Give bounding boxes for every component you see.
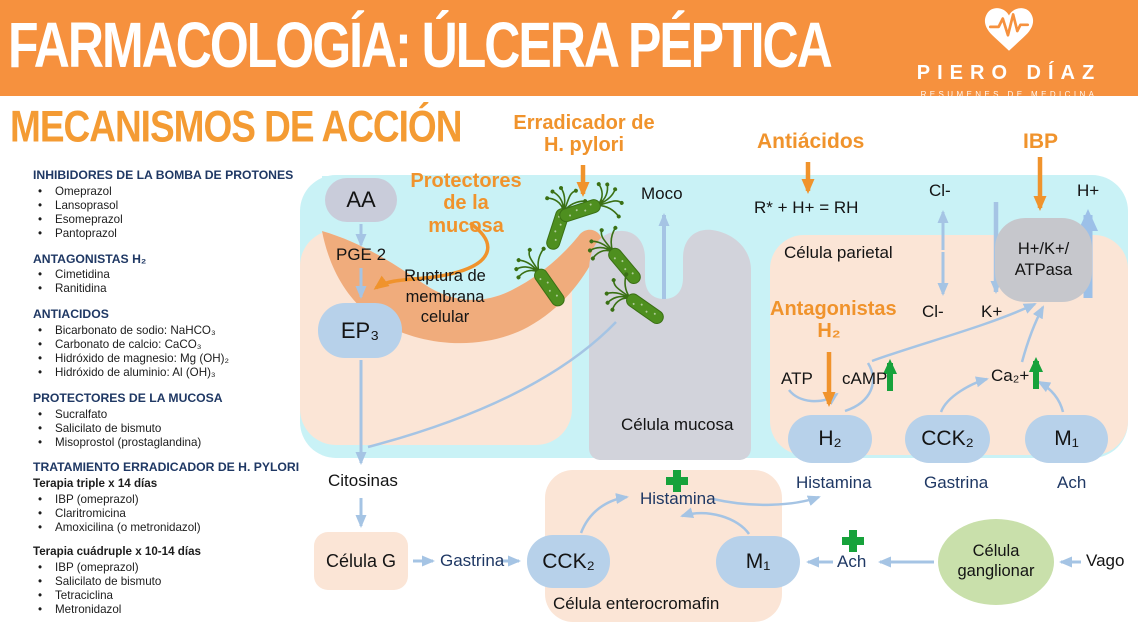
- curve-histamina-to-h2-receptor: [712, 495, 821, 507]
- label-antagonistas-h2: Antagonistas H₂: [770, 298, 897, 343]
- label-antiacidos: Antiácidos: [757, 130, 865, 153]
- mucous-cell-shape: [589, 229, 751, 460]
- list-item: Claritromicina: [33, 507, 301, 521]
- cck2-receptor-ecl: CCK₂: [527, 535, 610, 588]
- section-heading: ANTAGONISTAS H₂: [33, 251, 147, 266]
- druglist-section-ibp: INHIBIDORES DE LA BOMBA DE PROTONES Omep…: [33, 168, 301, 241]
- section-heading: PROTECTORES DE LA MUCOSA: [33, 390, 223, 405]
- brand-name: PIERO DÍAZ: [916, 62, 1102, 84]
- curve-h2-to-camp: [844, 362, 875, 413]
- list-item: Amoxicilina (o metronidazol): [33, 521, 301, 535]
- brand-logo: PIERO DÍAZ RESUMENES DE MEDICINA: [904, 5, 1114, 99]
- list-item: Hidróxido de aluminio: Al (OH)₃: [33, 366, 301, 380]
- enterochromaffin-cell-shape: [545, 470, 782, 622]
- druglist-section-antih2: ANTAGONISTAS H₂ Cimetidina Ranitidina: [33, 251, 301, 297]
- label-celula-entero: Célula enterocromafin: [553, 594, 720, 613]
- section-subtitle: MECANISMOS DE ACCIÓN: [10, 102, 462, 152]
- label-citosinas: Citosinas: [328, 471, 398, 490]
- ep3-receptor: EP₃: [318, 303, 402, 358]
- label-ach: Ach: [1057, 473, 1087, 492]
- druglist-section-antiacidos: ANTIACIDOS Bicarbonato de sodio: NaHCO₃ …: [33, 307, 301, 380]
- heart-pulse-icon: [984, 8, 1034, 51]
- header-banner: FARMACOLOGÍA: ÚLCERA PÉPTICA PIERO DÍAZ …: [0, 0, 1138, 99]
- list-item: Pantoprazol: [33, 227, 301, 241]
- label-celula-parietal: Célula parietal: [784, 243, 893, 262]
- list-item: Esomeprazol: [33, 213, 301, 227]
- label-histamina: Histamina: [796, 473, 872, 492]
- section-heading: INHIBIDORES DE LA BOMBA DE PROTONES: [33, 168, 294, 182]
- label-vago: Vago: [1086, 551, 1125, 570]
- drug-list: INHIBIDORES DE LA BOMBA DE PROTONES Omep…: [33, 168, 301, 628]
- list-item: Sucralfato: [33, 408, 301, 422]
- list-item: Misoprostol (prostaglandina): [33, 436, 301, 450]
- aa-node: AA: [325, 178, 397, 222]
- label-cl-cell: Cl-: [922, 302, 944, 321]
- curve-protectores-mucosa: [373, 221, 490, 290]
- label-histamina-msg: Histamina: [640, 489, 716, 508]
- label-gastrina: Gastrina: [924, 473, 989, 492]
- label-pge2: PGE 2: [336, 245, 387, 264]
- label-protectores: Protectores de la mucosa: [410, 170, 522, 237]
- curve-camp-to-atpase: [871, 302, 1037, 363]
- m1-receptor: M₁: [1025, 415, 1108, 463]
- label-camp: cAMP: [842, 369, 888, 388]
- celula-g-node: Célula G: [314, 532, 408, 590]
- list-item: Tetraciclina: [33, 589, 301, 603]
- label-celula-mucosa: Célula mucosa: [621, 415, 734, 434]
- m1-receptor-ecl: M₁: [716, 536, 800, 588]
- curve-cck2-to-ca: [939, 376, 989, 413]
- section-heading: ANTIACIDOS: [33, 307, 109, 322]
- cck2-receptor: CCK₂: [905, 415, 990, 463]
- atpase-pump: H+/K+/ ATPasa: [995, 218, 1092, 302]
- list-item: IBP (omeprazol): [33, 493, 301, 507]
- label-cl-lumen: Cl-: [929, 181, 951, 200]
- list-item: Lansoprasol: [33, 199, 301, 213]
- label-ach-msg: Ach: [837, 552, 867, 571]
- curve-m1-to-histamina: [680, 507, 751, 535]
- brand-tagline: RESUMENES DE MEDICINA: [920, 90, 1098, 99]
- list-item: Salicilato de bismuto: [33, 575, 301, 589]
- druglist-section-protectores: PROTECTORES DE LA MUCOSA Sucralfato Sali…: [33, 390, 301, 450]
- label-k-cell: K+: [981, 302, 1003, 321]
- plus-icon: [666, 470, 688, 492]
- druglist-section-erradicador: TRATAMIENTO ERRADICADOR DE H. PYLORI Ter…: [33, 460, 301, 617]
- subsection-title: Terapia triple x 14 días: [33, 477, 158, 491]
- list-item: Metronidazol: [33, 603, 301, 617]
- page-title: FARMACOLOGÍA: ÚLCERA PÉPTICA: [8, 9, 833, 81]
- list-item: Bicarbonato de sodio: NaHCO₃: [33, 324, 301, 338]
- h2-receptor: H₂: [788, 415, 872, 463]
- label-moco: Moco: [641, 184, 683, 203]
- ganglion-cell-node: Célula ganglionar: [938, 519, 1054, 605]
- list-item: Carbonato de calcio: CaCO₃: [33, 338, 301, 352]
- label-reaccion: R* + H+ = RH: [754, 198, 859, 217]
- list-item: Hidróxido de magnesio: Mg (OH)₂: [33, 352, 301, 366]
- label-erradicador: Erradicador de H. pylori: [513, 112, 655, 157]
- curve-hpylori-to-citosinas: [367, 321, 617, 449]
- label-h-lumen: H+: [1077, 181, 1100, 200]
- curve-ca-to-atpase: [1020, 305, 1045, 363]
- list-item: Cimetidina: [33, 268, 301, 282]
- plus-icon: [842, 530, 864, 552]
- curve-m1-to-ca: [1037, 380, 1065, 413]
- label-ruptura: Ruptura de membrana celular: [404, 267, 486, 327]
- subsection-title: Terapia cuádruple x 10-14 días: [33, 544, 201, 558]
- section-heading: TRATAMIENTO ERRADICADOR DE H. PYLORI: [33, 460, 300, 475]
- list-item: Omeprazol: [33, 185, 301, 199]
- label-ca2: Ca₂+: [991, 366, 1030, 385]
- list-item: Salicilato de bismuto: [33, 422, 301, 436]
- label-gastrina-msg: Gastrina: [440, 551, 505, 570]
- list-item: Ranitidina: [33, 282, 301, 296]
- list-item: IBP (omeprazol): [33, 561, 301, 575]
- label-atp: ATP: [781, 369, 813, 388]
- curve-cck2-to-histamina: [579, 493, 629, 534]
- label-ibp: IBP: [1023, 130, 1059, 153]
